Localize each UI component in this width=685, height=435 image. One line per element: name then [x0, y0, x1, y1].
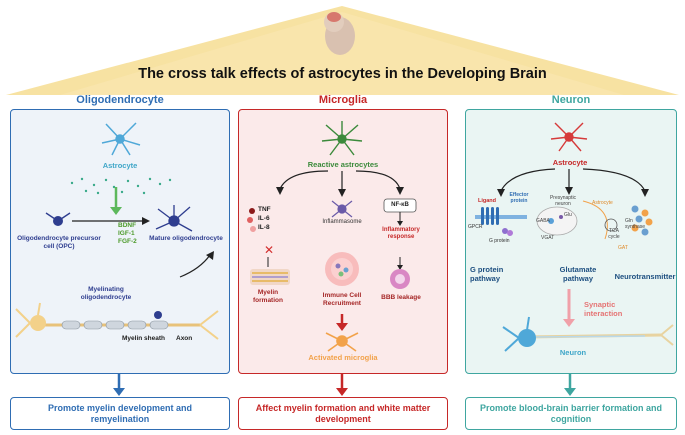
cytokine-il8: IL-8 [258, 224, 270, 231]
gprotein-label: G protein [489, 238, 510, 244]
myelinating-label: Myelinating oligodendrocyte [80, 286, 132, 301]
neuron-outcome-text: Promote blood-brain barrier formation an… [479, 402, 662, 424]
ligand-label: Ligand [478, 198, 497, 204]
gaba-label: GABA [536, 218, 550, 224]
cytokine-list: TNF IL-6 IL-8 [258, 205, 271, 232]
microglia-title: Microglia [318, 94, 368, 106]
synaptic-interaction-label: Synaptic interaction [584, 300, 623, 318]
oligodendrocyte-title: Oligodendrocyte [76, 94, 164, 106]
neuron-astrocyte-label: Astrocyte [552, 158, 588, 167]
growth-factor-list: BDNF IGF-1 FGF-2 [118, 222, 137, 246]
microglia-panel [238, 109, 448, 374]
activated-microglia-icon [325, 332, 359, 352]
inflammasome-label: Inflammasome [322, 219, 362, 225]
myelin-bundle-icon [250, 269, 290, 285]
neurotransmitter-dots [631, 205, 653, 236]
bbb-vessel-icon [390, 269, 410, 289]
axon-label: Axon [176, 335, 193, 342]
astrocyte-label: Astrocyte [102, 161, 138, 170]
inflammatory-response-label: Inflammatory response [382, 227, 420, 240]
activated-microglia-label: Activated microglia [308, 353, 378, 362]
gprotein-pathway-label: G protein pathway [470, 265, 504, 283]
factor-bdnf: BDNF [118, 222, 137, 229]
synapse-icon [536, 200, 618, 240]
effector-label: Effector protein [509, 192, 529, 204]
mature-oligodendrocyte-label: Mature oligodendrocyte [149, 235, 223, 242]
header-graphic [6, 6, 679, 95]
fetus-icon [324, 12, 355, 55]
page-title: The cross talk effects of astrocytes in … [138, 66, 547, 82]
factor-dots [70, 177, 172, 195]
gpcr-icon [475, 207, 527, 236]
astrocyte-small-label: Astrocyte [592, 200, 613, 206]
reactive-astrocyte-icon [321, 121, 363, 156]
opc-label: Oligodendrocyte precursor cell (OPC) [17, 235, 101, 250]
cytokine-tnf: TNF [258, 206, 271, 213]
no-myelin-icon: ✕ [264, 243, 274, 257]
neuron-astrocyte-icon [550, 122, 588, 152]
microglia-graphics: ✕ [247, 121, 417, 352]
microglia-outcome-text: Affect myelin formation and white matter… [255, 402, 431, 424]
vgat-label: VGAT [541, 235, 555, 241]
gpcr-label: GPCR [468, 224, 483, 230]
neuron-outcome: Promote blood-brain barrier formation an… [465, 397, 677, 430]
inflammasome-icon [331, 200, 353, 218]
microglia-outcome: Affect myelin formation and white matter… [238, 397, 448, 430]
neuron-panel [465, 109, 677, 374]
neuron-graphics [475, 122, 674, 352]
presynaptic-label: Presynaptic neuron [549, 195, 577, 207]
outcome-arrows [113, 374, 576, 396]
glutamate-pathway-label: Glutamate pathway [559, 265, 597, 283]
cytokine-dots [247, 208, 256, 232]
oligodendrocyte-outcome-text: Promote myelin development and remyelina… [47, 402, 193, 424]
immune-recruitment-label: Immune Cell Recruitment [322, 292, 362, 307]
neuron-icon [502, 316, 674, 352]
cytokine-il6: IL-6 [258, 215, 270, 222]
astrocyte-icon [101, 122, 141, 156]
immune-cell-icon [325, 252, 359, 286]
oligodendrocyte-panel [10, 109, 230, 374]
neuron-title: Neuron [551, 94, 591, 106]
mature-oligodendrocyte-icon [155, 205, 193, 232]
neurotransmitter-label: Neurotransmitter [614, 272, 676, 281]
factor-igf1: IGF-1 [118, 230, 135, 237]
tca-label: TCA cycle [608, 228, 620, 240]
opc-icon [45, 212, 71, 226]
myelinated-axon-icon [15, 302, 219, 340]
gln-synthase-label: Gln synthase [625, 218, 646, 230]
myelin-sheath-label: Myelin sheath [122, 335, 165, 342]
oligodendrocyte-graphics [15, 122, 219, 340]
gat-label: GAT [618, 245, 628, 251]
myelin-formation-label: Myelin formation [253, 289, 283, 304]
reactive-astrocytes-label: Reactive astrocytes [307, 160, 379, 169]
neuron-label: Neuron [559, 348, 587, 357]
glu-label: Glu [564, 212, 572, 218]
factor-fgf2: FGF-2 [118, 238, 137, 245]
oligodendrocyte-outcome: Promote myelin development and remyelina… [10, 397, 230, 430]
nfkb-label: NF-κB [391, 202, 409, 208]
bbb-leakage-label: BBB leakage [381, 294, 421, 301]
